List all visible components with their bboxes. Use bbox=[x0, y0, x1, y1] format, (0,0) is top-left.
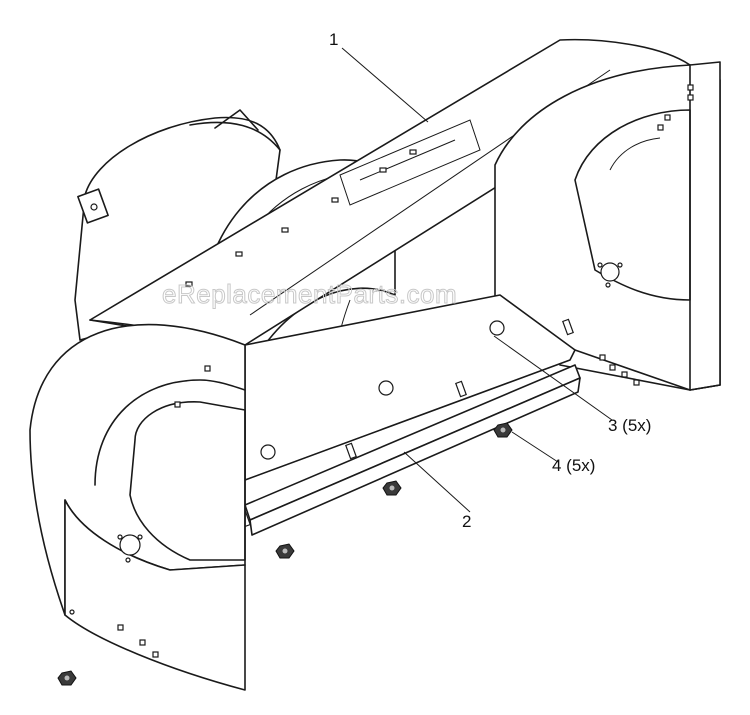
back-bottom-panel bbox=[239, 294, 576, 528]
callout-1: 1 bbox=[329, 30, 338, 49]
right-side-plate bbox=[494, 61, 721, 391]
nut bbox=[382, 480, 402, 496]
watermark: eReplacementParts.com bbox=[162, 279, 457, 309]
leader-lines bbox=[341, 47, 613, 513]
callout-4: 4 (5x) bbox=[552, 456, 595, 475]
left-side-plate bbox=[29, 323, 246, 691]
nut bbox=[493, 422, 513, 438]
nut bbox=[275, 543, 295, 559]
callout-3: 3 (5x) bbox=[608, 416, 651, 435]
hex-nuts bbox=[57, 422, 513, 686]
scraper-bar bbox=[244, 364, 581, 536]
nut bbox=[57, 670, 77, 686]
callout-2: 2 bbox=[462, 512, 471, 531]
